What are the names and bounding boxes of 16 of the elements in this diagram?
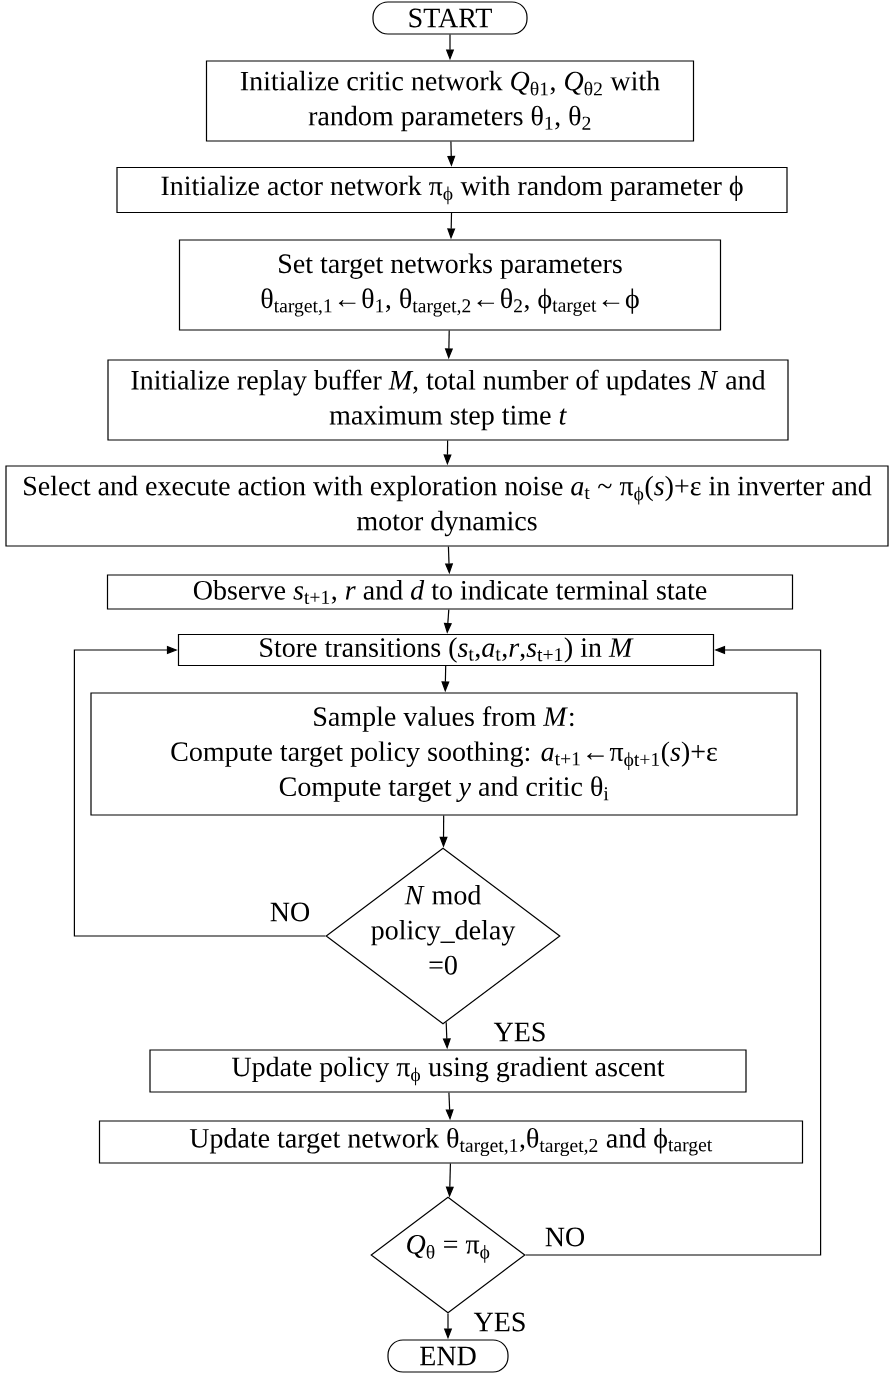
process-box: Initialize actor network π$_{ϕ}$ with random parameter ϕ — [116, 166, 788, 214]
process-box: Initialize critic network Q$_{θ1}$, Q$_{θ2}$ with random parameters θ$_{1}$, θ$_{2}$ — [205, 60, 695, 142]
edge-label: NO — [268, 901, 312, 923]
edge-label: NO — [543, 1226, 587, 1248]
process-box: Store transitions (s$_{t}$,a$_{t}$,r,s$_{t+1}$) in M — [177, 633, 715, 667]
edge-label: YES — [472, 1311, 528, 1333]
process-box: Select and execute action with exploration noise a$_{t}$ ~ π$_{ϕ}$(s)+ε in inverter and motor dynamics — [5, 465, 889, 547]
process-box: Sample values from M: Compute target policy soothing: a$_{t+1}$←π$_{ϕt+1}$(s)+ε Compute target y and critic θ$_{i}$ — [90, 692, 798, 816]
process-box: Update target network θ$_{target,1}$,θ$_{target,2}$ and ϕ$_{target}$ — [98, 1120, 804, 1164]
process-box: Update policy π$_{ϕ}$ using gradient ascent — [149, 1049, 747, 1093]
terminal-box: START — [372, 1, 528, 35]
process-box: Initialize replay buffer M, total number of updates N and maximum step time t — [107, 359, 789, 441]
process-box: Set target networks parameters θ$_{target,1}$←θ$_{1}$, θ$_{target,2}$←θ$_{2}$, ϕ$_{target}$←ϕ — [178, 239, 722, 331]
process-box: Observe s$_{t+1}$, r and d to indicate terminal state — [106, 574, 794, 610]
arrow — [73, 645, 326, 937]
terminal-box: END — [387, 1339, 509, 1373]
